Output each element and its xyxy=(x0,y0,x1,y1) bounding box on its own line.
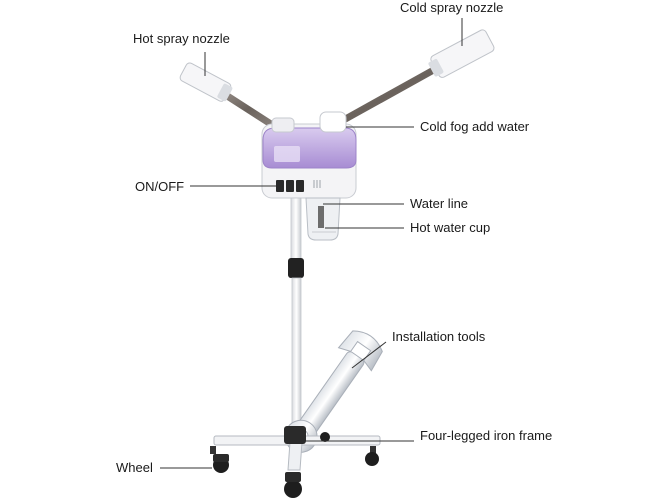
four-legged-frame xyxy=(213,426,381,471)
label-wheel: Wheel xyxy=(116,460,153,475)
wheel-back xyxy=(320,432,330,442)
hot-spray-arm xyxy=(179,62,281,132)
height-adjust-knob[interactable] xyxy=(288,258,304,278)
label-installation-tools: Installation tools xyxy=(392,329,486,344)
cold-spray-nozzle xyxy=(428,29,495,78)
label-hot-water-cup: Hot water cup xyxy=(410,220,490,235)
label-water-line: Water line xyxy=(410,196,468,211)
wheel-left xyxy=(210,446,229,473)
stand-pole xyxy=(288,197,304,439)
on-off-switches[interactable] xyxy=(276,180,304,192)
steamer-head xyxy=(261,111,357,199)
water-line-window xyxy=(318,206,324,228)
leader-lines xyxy=(160,18,463,469)
frame-hub xyxy=(284,426,306,444)
hot-spray-nozzle xyxy=(179,62,233,102)
label-cold-fog-add-water: Cold fog add water xyxy=(420,119,530,134)
wheel-front xyxy=(284,472,302,498)
vent-grille xyxy=(313,180,321,188)
hot-side-cap xyxy=(271,117,295,133)
label-hot-spray-nozzle: Hot spray nozzle xyxy=(133,31,230,46)
cold-fog-fill-cap xyxy=(319,111,347,133)
wheels xyxy=(210,432,379,498)
labels: Cold spray nozzle Hot spray nozzle Cold … xyxy=(116,0,552,475)
wheel-right xyxy=(365,446,379,466)
label-on-off: ON/OFF xyxy=(135,179,184,194)
hot-water-cup xyxy=(305,197,341,241)
label-four-legged-iron-frame: Four-legged iron frame xyxy=(420,428,552,443)
leader-installation-tools xyxy=(351,341,387,369)
label-cold-spray-nozzle: Cold spray nozzle xyxy=(400,0,503,15)
cold-spray-arm xyxy=(336,29,495,126)
